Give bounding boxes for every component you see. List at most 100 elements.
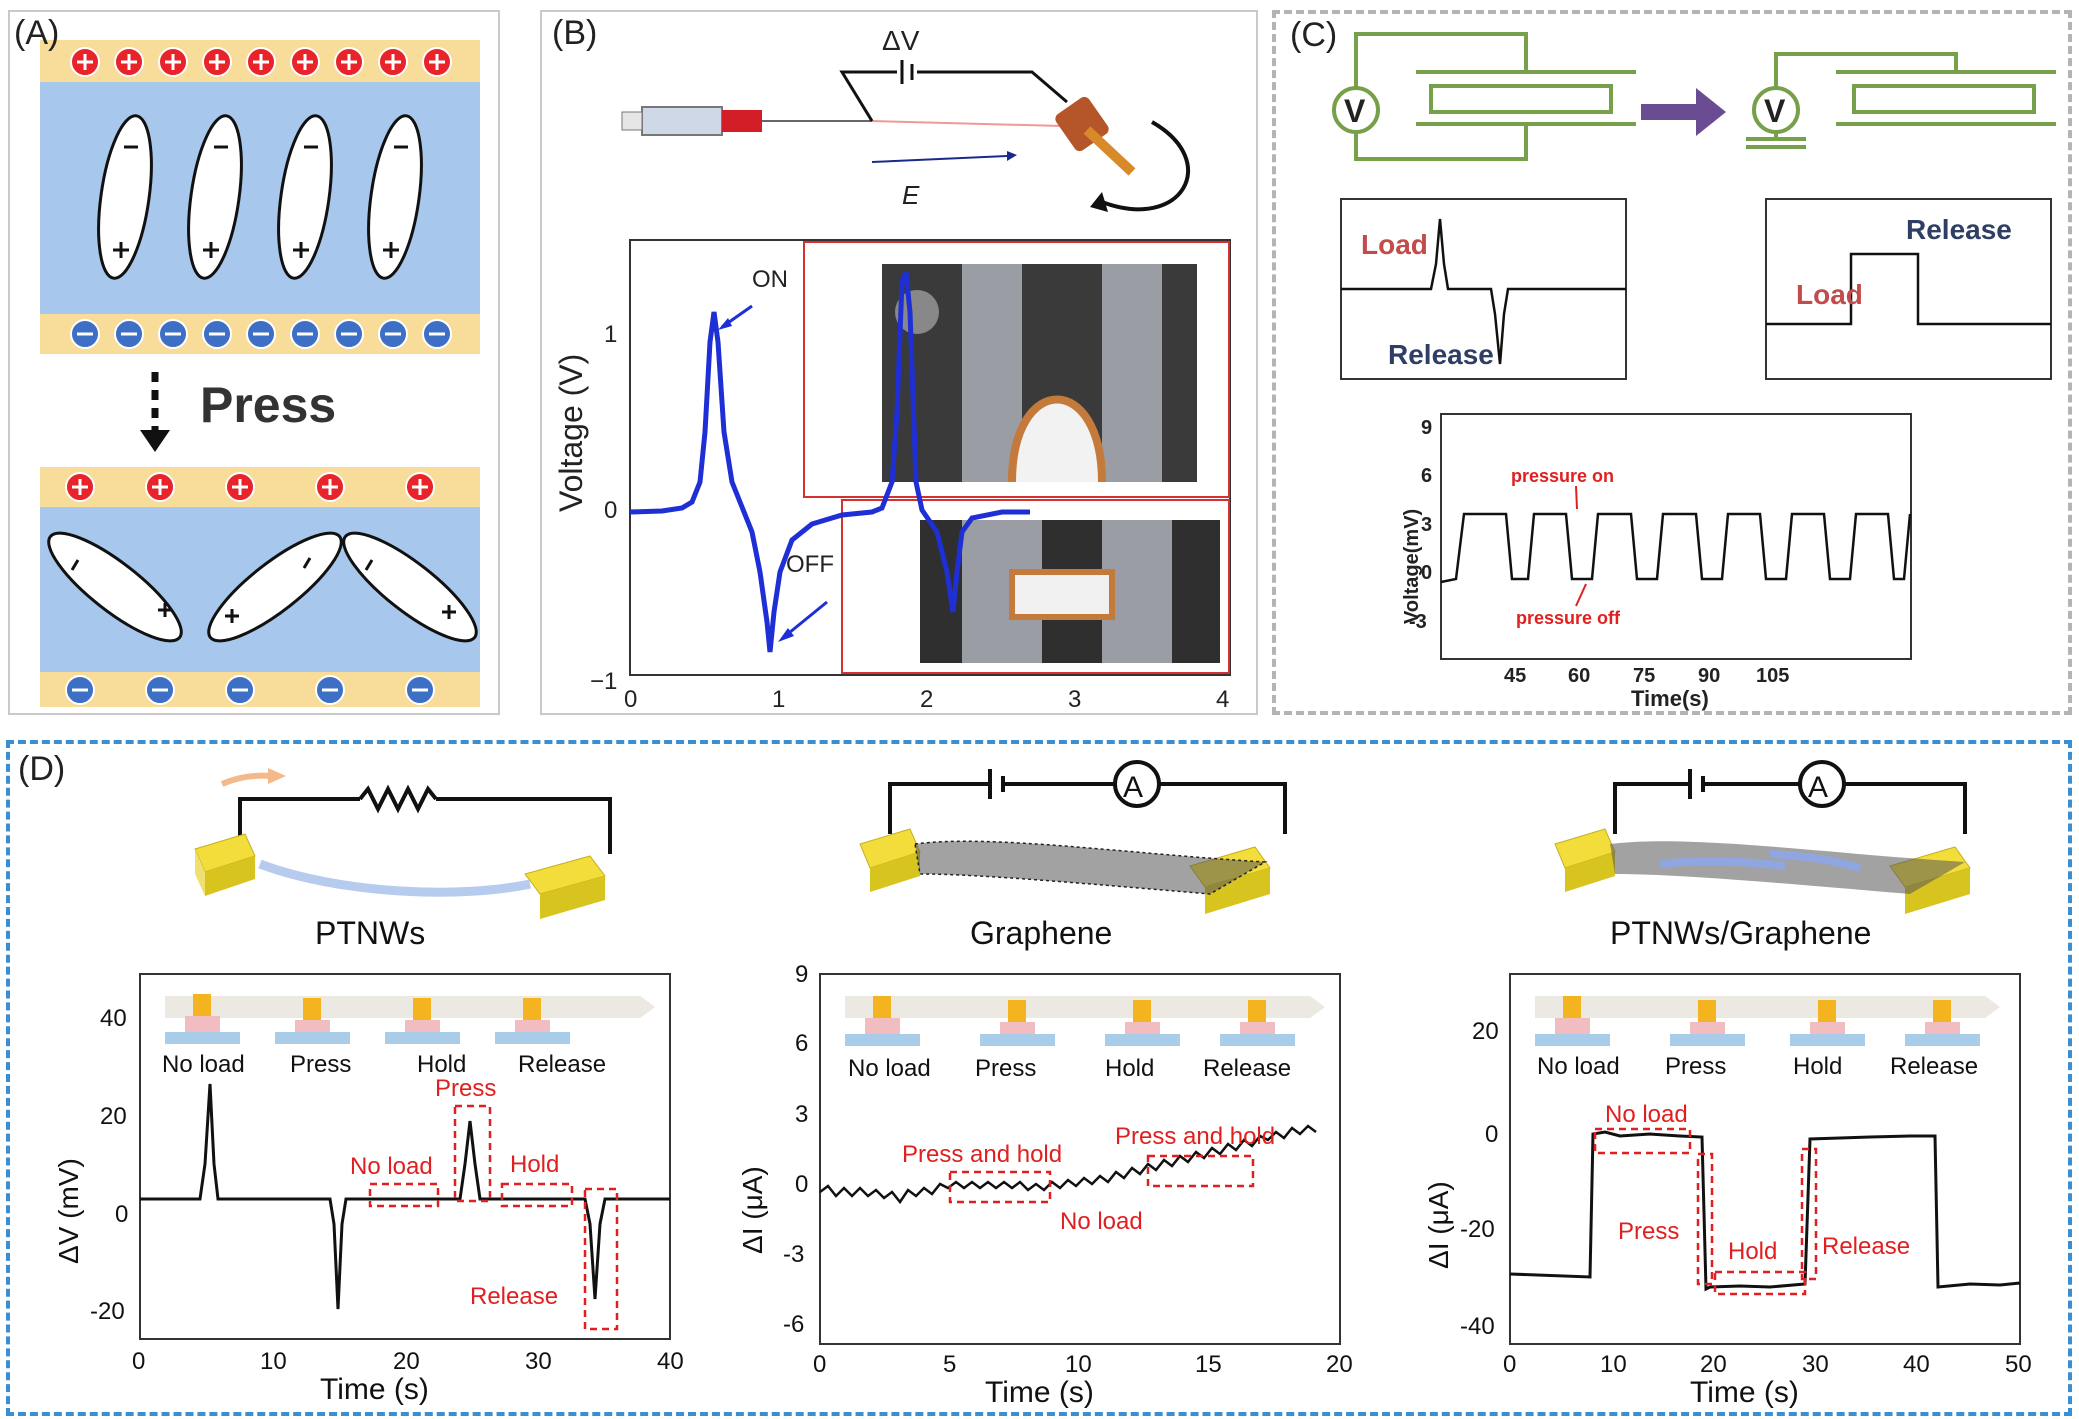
on-arrow <box>718 304 753 330</box>
pulse-plot-right <box>1765 198 2052 380</box>
panel-d-label: (D) <box>18 750 66 788</box>
chart3-ylabel: ΔI (μA) <box>1423 1181 1454 1269</box>
svg-text:30: 30 <box>525 1348 552 1375</box>
stage-icons-2 <box>845 996 1295 1046</box>
svg-text:Hold: Hold <box>510 1151 559 1178</box>
panel-a-label: (A) <box>14 14 60 52</box>
transition-arrow <box>1641 88 1726 136</box>
chart3-annotation-boxes <box>1593 1127 1818 1296</box>
svg-text:No load: No load <box>1060 1208 1143 1235</box>
title-graphene: Graphene <box>970 915 1112 951</box>
c-xlabel: Time(s) <box>1631 686 1709 711</box>
svg-text:3: 3 <box>795 1101 808 1128</box>
chart2-yticks: 9 6 3 0 -3 -6 <box>783 961 808 1338</box>
svg-text:3: 3 <box>1068 686 1081 712</box>
pulse-trace-left <box>1341 218 1626 365</box>
field-label: E <box>902 180 920 210</box>
svg-text:2: 2 <box>920 686 933 712</box>
chart1-annotation-boxes <box>368 1104 619 1331</box>
release-label-right: Release <box>1906 214 2012 245</box>
svg-text:30: 30 <box>1802 1351 1829 1378</box>
chart2-trace <box>819 1124 1317 1205</box>
chart2-ylabel: ΔI (μA) <box>737 1166 768 1254</box>
release-label-left: Release <box>1388 339 1494 370</box>
svg-text:Release: Release <box>470 1283 558 1310</box>
svg-text:5: 5 <box>943 1351 956 1378</box>
electrospinning-and-voltage-plot: ΔV E 1 <box>553 25 1231 713</box>
square-wave-plot <box>1440 413 1912 660</box>
svg-text:Release: Release <box>1822 1233 1910 1260</box>
chart-graphene: No load Press Hold Release 9 6 3 0 -3 -6… <box>737 961 1353 1409</box>
negative-charges-bottom <box>70 319 452 349</box>
svg-text:−1: −1 <box>590 668 617 695</box>
syringe-icon <box>621 106 1063 136</box>
capacitive-sensing-diagram: V V Load Release Load Release 9 6 3 0 -3 <box>1332 32 2056 711</box>
svg-text:10: 10 <box>1600 1351 1627 1378</box>
stage-label-hold-1: Hold <box>417 1051 466 1078</box>
chart2-xticks: 0 5 10 15 20 <box>813 1351 1353 1378</box>
stage-icons-3 <box>1535 996 1980 1046</box>
photo-on-state <box>803 241 1230 498</box>
svg-text:3: 3 <box>1421 514 1432 536</box>
svg-text:20: 20 <box>1472 1018 1499 1045</box>
svg-text:10: 10 <box>1065 1351 1092 1378</box>
chart1-xticks: 0 10 20 30 40 <box>132 1348 684 1375</box>
svg-text:1: 1 <box>604 321 617 348</box>
panel-d: (D) PTNWs <box>6 740 2072 1416</box>
svg-text:0: 0 <box>1485 1121 1498 1148</box>
stage-label-press-1: Press <box>290 1051 351 1078</box>
svg-text:9: 9 <box>795 961 808 988</box>
c-yticks: 9 6 3 0 -3 <box>1409 417 1432 633</box>
svg-text:0: 0 <box>1503 1351 1516 1378</box>
square-wave-trace <box>1440 512 1912 584</box>
on-label: ON <box>752 266 788 293</box>
field-arrow <box>871 151 1017 163</box>
ammeter-label-hybrid: A <box>1808 771 1828 804</box>
chart-ptnws: No load Press Hold Release 40 20 0 -20 0… <box>53 973 684 1406</box>
panel-b: (B) ΔV E <box>540 10 1258 715</box>
meter-label-right: V <box>1764 93 1786 129</box>
svg-text:No load: No load <box>1605 1101 1688 1128</box>
ptnws-circuit-icon <box>194 768 612 919</box>
svg-text:20: 20 <box>100 1103 127 1130</box>
stage-label-noload-1: No load <box>162 1051 245 1078</box>
c-ylabel: Voltage(mV) <box>1401 509 1423 624</box>
svg-text:20: 20 <box>393 1348 420 1375</box>
stage-label-noload-3: No load <box>1537 1053 1620 1080</box>
panel-a: (A) <box>8 10 500 715</box>
svg-text:20: 20 <box>1700 1351 1727 1378</box>
stage-label-release-3: Release <box>1890 1053 1978 1080</box>
title-hybrid: PTNWs/Graphene <box>1610 915 1871 951</box>
svg-text:1: 1 <box>772 686 785 712</box>
stage-label-hold-3: Hold <box>1793 1053 1842 1080</box>
hybrid-circuit-icon <box>1554 760 1971 914</box>
positive-charges-top <box>70 47 452 77</box>
svg-text:6: 6 <box>1421 465 1432 487</box>
chart3-annotations: No load Press Hold Release <box>1605 1101 1910 1265</box>
svg-text:75: 75 <box>1633 665 1655 687</box>
svg-text:40: 40 <box>100 1005 127 1032</box>
stage-label-hold-2: Hold <box>1105 1055 1154 1082</box>
press-label: Press <box>200 377 336 433</box>
voltage-source-wires <box>839 60 1068 122</box>
svg-text:4: 4 <box>1216 686 1229 712</box>
svg-text:0: 0 <box>604 497 617 524</box>
dipole-signs-tilted <box>70 557 456 623</box>
sensor-comparison-figure: PTNWs A Graphene <box>53 760 2032 1409</box>
stage-label-noload-2: No load <box>848 1055 931 1082</box>
svg-text:15: 15 <box>1195 1351 1222 1378</box>
svg-text:10: 10 <box>260 1348 287 1375</box>
load-label-left: Load <box>1361 229 1428 260</box>
svg-text:Hold: Hold <box>1728 1238 1777 1265</box>
chart3-xlabel: Time (s) <box>1690 1376 1799 1409</box>
rotating-collector-icon <box>1055 96 1191 212</box>
y-ticks: 1 0 −1 <box>590 321 617 695</box>
panel-c: (C) V V Load Release Load <box>1272 10 2072 715</box>
chart3-xticks: 0 10 20 30 40 50 <box>1503 1351 2032 1378</box>
chart2-annotation-boxes <box>948 1154 1255 1204</box>
svg-text:9: 9 <box>1421 417 1432 439</box>
svg-text:-40: -40 <box>1460 1313 1495 1340</box>
svg-text:0: 0 <box>795 1171 808 1198</box>
chart2-annotations: Press and hold No load Press and hold <box>902 1123 1275 1235</box>
stage-label-release-2: Release <box>1203 1055 1291 1082</box>
